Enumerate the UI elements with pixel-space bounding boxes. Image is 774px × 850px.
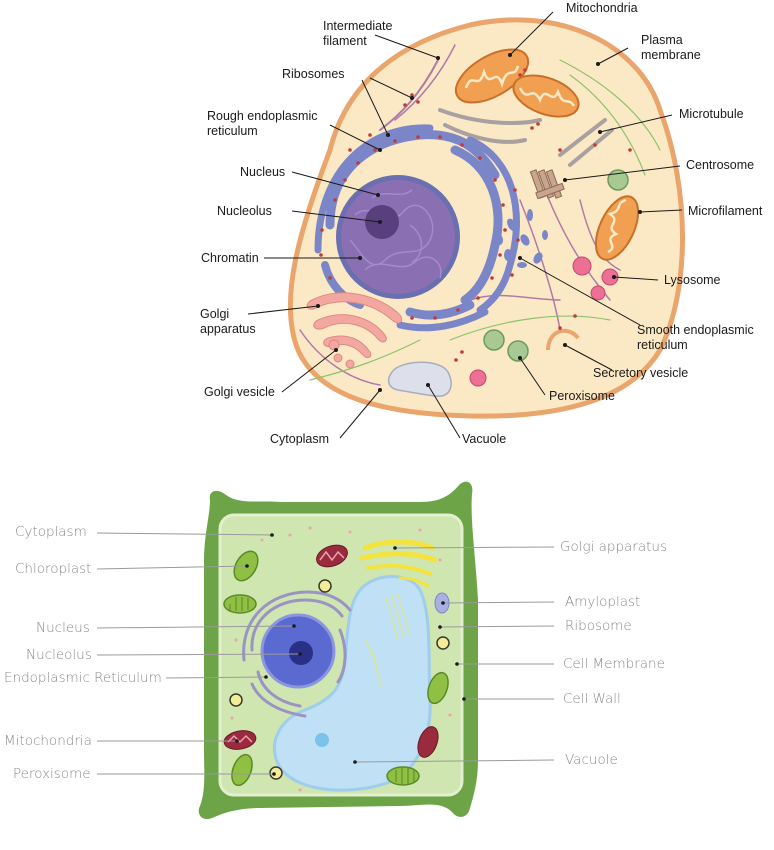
label-ribosome: Ribosome	[565, 618, 632, 634]
label-microtubule: Microtubule	[679, 107, 744, 121]
smooth-er	[497, 209, 548, 268]
label-rough-er: Rough endoplasmic reticulum	[207, 109, 318, 138]
label-golgi-apparatus-animal: Golgi apparatus	[200, 307, 256, 336]
label-nucleolus-plant: Nucleolus	[26, 647, 92, 663]
animal-leader-dots	[316, 53, 642, 392]
label-chromatin: Chromatin	[201, 251, 259, 265]
label-centrosome: Centrosome	[686, 158, 755, 172]
plant-er	[242, 590, 352, 718]
label-nucleolus-animal: Nucleolus	[217, 204, 272, 218]
plant-leader-dots	[235, 533, 466, 776]
label-lysosome: Lysosome	[664, 273, 721, 287]
plant-peroxisomes	[229, 579, 450, 780]
label-amyloplast: Amyloplast	[565, 594, 641, 610]
plant-mitochondria	[223, 544, 439, 758]
plant-cell	[198, 481, 478, 820]
label-cell-wall: Cell Wall	[563, 691, 621, 707]
plant-ribosomes	[230, 526, 452, 792]
label-vacuole-plant: Vacuole	[565, 752, 618, 768]
label-plasma-membrane: Plasma membrane	[641, 33, 701, 62]
chloroplast-stripes	[229, 597, 415, 784]
plant-leader-lines	[96, 532, 555, 775]
lysosomes	[469, 256, 619, 387]
rough-er-ribosome-dots	[319, 133, 520, 320]
peroxisomes	[483, 329, 529, 362]
label-mitochondria-plant: Mitochondria	[4, 733, 92, 749]
free-ribosomes	[403, 68, 632, 362]
mitochondria-top	[454, 48, 530, 104]
label-vacuole-animal: Vacuole	[462, 432, 507, 446]
label-chloroplast: Chloroplast	[15, 561, 92, 577]
label-intermediate-filament: Intermediate filament	[323, 19, 393, 48]
label-golgi-vesicle: Golgi vesicle	[204, 385, 275, 399]
label-golgi-apparatus-plant: Golgi apparatus	[560, 539, 668, 555]
label-mitochondria-animal: Mitochondria	[566, 1, 638, 15]
label-secretory-vesicle: Secretory vesicle	[593, 366, 689, 380]
label-ribosomes: Ribosomes	[282, 67, 345, 81]
mitochondria-middle	[512, 74, 580, 118]
plant-golgi-shape	[359, 539, 438, 588]
green-vesicle-top	[607, 169, 629, 191]
label-nucleus-animal: Nucleus	[240, 165, 286, 179]
label-endoplasmic-reticulum: Endoplasmic Reticulum	[4, 670, 162, 686]
rough-er	[314, 124, 520, 332]
label-smooth-er: Smooth endoplasmic reticulum	[637, 323, 754, 352]
label-peroxisome-animal: Peroxisome	[549, 389, 615, 403]
label-nucleus-plant: Nucleus	[36, 620, 90, 636]
nucleus	[336, 175, 460, 299]
animal-leader-lines	[247, 11, 683, 439]
secretory-vesicle-shape	[546, 328, 580, 351]
label-cytoplasm-plant: Cytoplasm	[15, 524, 87, 540]
mitochondria-right	[594, 195, 640, 261]
animal-cell	[287, 17, 685, 419]
vacuole-spiky-body	[315, 733, 329, 747]
label-cell-membrane: Cell Membrane	[563, 656, 665, 672]
centrosome-shape	[529, 169, 565, 200]
label-peroxisome-plant: Peroxisome	[13, 766, 91, 782]
label-microfilament: Microfilament	[688, 204, 763, 218]
vacuole-crystals	[365, 593, 411, 689]
label-cytoplasm-animal: Cytoplasm	[270, 432, 330, 446]
